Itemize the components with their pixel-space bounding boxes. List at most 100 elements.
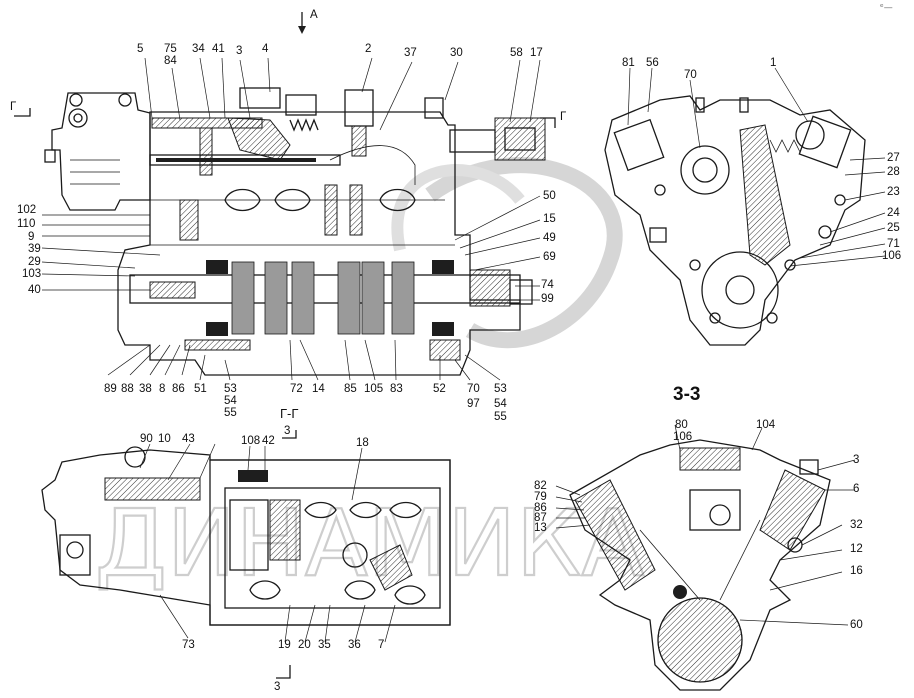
- cam-lobe: [291, 261, 315, 335]
- watermark-text: ДИНАМИКА: [95, 490, 644, 597]
- callout-label: 79: [534, 491, 547, 503]
- base-flange-right: [429, 339, 461, 361]
- callout-label: 16: [850, 565, 863, 577]
- callout-label: 55: [494, 411, 507, 423]
- pipe-block: [449, 129, 496, 153]
- callout-label: 17: [530, 47, 543, 59]
- callout-label: 85: [344, 383, 357, 395]
- plunger-hatched: [269, 499, 301, 561]
- callout-label: 35: [318, 639, 331, 651]
- callout-label: 55: [224, 407, 237, 419]
- callout-label: 87: [534, 512, 547, 524]
- bolt: [766, 312, 778, 324]
- callout-label: 28: [887, 166, 900, 178]
- housing-inner-lines: [150, 199, 455, 246]
- nozzle-top: [799, 459, 819, 475]
- cam-lobe: [391, 261, 415, 335]
- plunger-rod: [349, 184, 363, 236]
- callout-label: 97: [467, 398, 480, 410]
- cover-bolt-inner: [73, 113, 83, 123]
- shaft-end: [509, 279, 533, 305]
- bearing-left-top: [206, 260, 228, 274]
- callout-label: 51: [194, 383, 207, 395]
- camshaft-body: [129, 274, 521, 304]
- callout-label: 40: [28, 284, 41, 296]
- side-plungers: [229, 470, 426, 605]
- callout-label: 70: [684, 69, 697, 81]
- spring-cap: [285, 94, 317, 116]
- watermark-swirl: [425, 157, 623, 349]
- callout-label: 32: [850, 519, 863, 531]
- callout-label: 104: [756, 419, 776, 431]
- callout-label: 106: [673, 431, 692, 443]
- callout-label: 9: [28, 231, 34, 243]
- callout-label: 29: [28, 256, 41, 268]
- top-boss-right: [424, 97, 444, 119]
- corner-mark: ᵉ—: [880, 3, 893, 13]
- callout-label: 80: [675, 419, 688, 431]
- callout-label: 60: [850, 619, 863, 631]
- callout-label: 37: [404, 47, 417, 59]
- center-bolt: [709, 504, 731, 526]
- view-section-gg: [44, 87, 546, 376]
- plunger-row: [179, 184, 416, 241]
- front-block-right: [798, 115, 852, 169]
- spring: [349, 501, 382, 519]
- side-block: [59, 534, 91, 576]
- callout-label: 27: [887, 152, 900, 164]
- callout-label: 34: [192, 43, 205, 55]
- spring: [289, 118, 319, 132]
- callout-label: 84: [164, 55, 177, 67]
- callout-label: 20: [298, 639, 311, 651]
- section-g-left-label: Г: [10, 101, 17, 113]
- callouts-top-left: 5 75 84 34 41 3 4 2 37 30 58 17 102 110 …: [17, 43, 556, 423]
- callout-label: 110: [17, 218, 35, 230]
- front-nozzle: [695, 97, 705, 113]
- section-marks-bottom: 3 3: [274, 425, 297, 693]
- callout-label: 41: [212, 43, 225, 55]
- callouts-top-right: 81 56 70 1 27 28 23 24 25 71 106: [622, 57, 901, 262]
- callout-label: 43: [182, 433, 195, 445]
- side-window-inner: [224, 487, 441, 609]
- front-filter-cap: [795, 120, 825, 150]
- callouts-bottom-left: 90 10 43 108 42 18 73 19 20 35 36 7: [140, 433, 384, 651]
- governor-weight: [227, 117, 291, 161]
- arrow-a-label: А: [310, 9, 318, 21]
- link-lines: [639, 519, 761, 601]
- callout-label: 8: [159, 383, 165, 395]
- callout-label: 38: [139, 383, 152, 395]
- callout-label: 6: [853, 483, 859, 495]
- callout-label: 15: [543, 213, 556, 225]
- section-g-right-label: Г: [560, 111, 567, 123]
- callout-label: 36: [348, 639, 361, 651]
- sleeve-hatched: [199, 127, 213, 176]
- callout-label: 2: [365, 43, 371, 55]
- callout-label: 42: [262, 435, 275, 447]
- callout-label: 99: [541, 293, 554, 305]
- section-z-bottom-label: 3: [274, 681, 280, 693]
- bearing-left-bottom: [206, 322, 228, 336]
- front-block-left: [613, 118, 665, 172]
- callout-label: 7: [378, 639, 384, 651]
- screw-housing: [344, 89, 374, 127]
- roller: [342, 542, 368, 568]
- left-barrel-hatched: [574, 479, 656, 591]
- callout-label: 52: [433, 383, 446, 395]
- bearing-right-top: [432, 260, 454, 274]
- front-nozzle: [739, 97, 749, 113]
- callout-label: 70: [467, 383, 480, 395]
- cover-bolt: [68, 108, 88, 128]
- top-boss: [239, 87, 281, 109]
- callout-label: 53: [494, 383, 507, 395]
- bolt: [689, 259, 701, 271]
- callout-label: 5: [137, 43, 143, 55]
- cover-block: [51, 92, 151, 211]
- callout-label: 25: [887, 222, 900, 234]
- callout-label: 53: [224, 383, 237, 395]
- section-g-right-mark: [540, 117, 556, 128]
- side-window: [209, 459, 451, 626]
- bearing-right-bottom: [432, 322, 454, 336]
- callout-label: 102: [17, 204, 36, 216]
- cam: [344, 580, 376, 600]
